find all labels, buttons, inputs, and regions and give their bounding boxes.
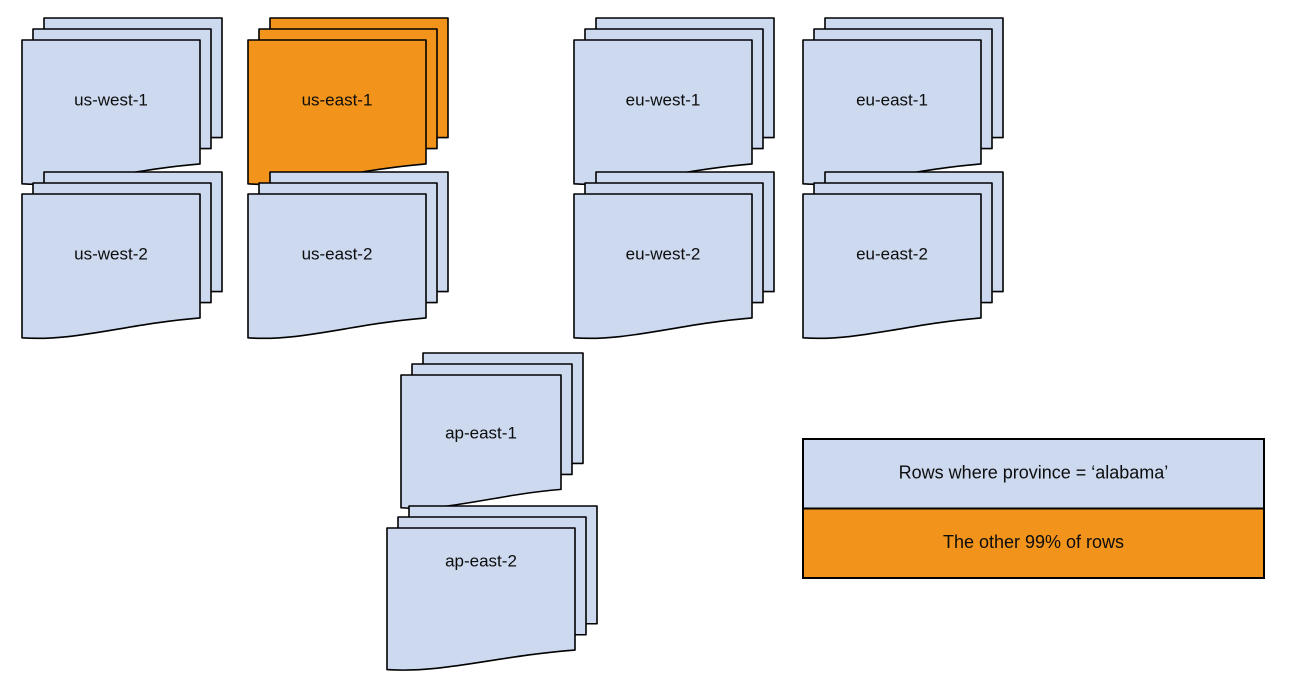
legend-row-alabama: Rows where province = ‘alabama’ xyxy=(802,438,1265,510)
stack-label-eu-east-2: eu-east-2 xyxy=(856,244,928,263)
stack-label-eu-west-2: eu-west-2 xyxy=(626,244,701,263)
stack-front-eu-east-1[interactable] xyxy=(802,39,982,186)
stack-front-eu-west-2[interactable] xyxy=(573,193,753,340)
document-stack-ap-east-2[interactable]: ap-east-2 xyxy=(386,505,598,671)
stack-front-us-east-1[interactable] xyxy=(247,39,427,186)
document-stack-us-east-2[interactable]: us-east-2 xyxy=(247,171,449,340)
stack-front-eu-west-1[interactable] xyxy=(573,39,753,186)
stack-front-us-west-1[interactable] xyxy=(21,39,201,186)
document-stack-us-east-1[interactable]: us-east-1 xyxy=(247,17,449,186)
stack-label-eu-east-1: eu-east-1 xyxy=(856,90,928,109)
stack-front-eu-east-2[interactable] xyxy=(802,193,982,340)
stack-label-us-west-2: us-west-2 xyxy=(74,244,148,263)
document-stack-ap-east-1[interactable]: ap-east-1 xyxy=(400,352,584,510)
document-stacks-layer: us-west-1 us-east-1 eu-west-1 eu-east-1 us-w… xyxy=(21,17,1004,671)
stack-label-us-east-1: us-east-1 xyxy=(302,90,373,109)
stack-label-ap-east-1: ap-east-1 xyxy=(445,423,517,442)
document-stack-eu-west-2[interactable]: eu-west-2 xyxy=(573,171,775,340)
stack-front-us-east-2[interactable] xyxy=(247,193,427,340)
document-stack-us-west-2[interactable]: us-west-2 xyxy=(21,171,223,340)
document-stack-us-west-1[interactable]: us-west-1 xyxy=(21,17,223,186)
document-stack-eu-east-1[interactable]: eu-east-1 xyxy=(802,17,1004,186)
stack-front-us-west-2[interactable] xyxy=(21,193,201,340)
stack-label-us-east-2: us-east-2 xyxy=(302,244,373,263)
legend-row-other-swatch xyxy=(802,507,1265,579)
document-stack-eu-west-1[interactable]: eu-west-1 xyxy=(573,17,775,186)
legend: Rows where province = ‘alabama’ The other… xyxy=(802,438,1265,579)
document-stack-eu-east-2[interactable]: eu-east-2 xyxy=(802,171,1004,340)
stack-label-eu-west-1: eu-west-1 xyxy=(626,90,701,109)
stack-label-ap-east-2: ap-east-2 xyxy=(445,551,517,570)
legend-row-alabama-label: Rows where province = ‘alabama’ xyxy=(899,463,1169,483)
legend-row-other-label: The other 99% of rows xyxy=(943,532,1124,552)
stack-label-us-west-1: us-west-1 xyxy=(74,90,148,109)
legend-row-alabama-swatch xyxy=(802,438,1265,510)
stack-front-ap-east-2[interactable] xyxy=(386,527,576,671)
legend-row-other: The other 99% of rows xyxy=(802,507,1265,579)
